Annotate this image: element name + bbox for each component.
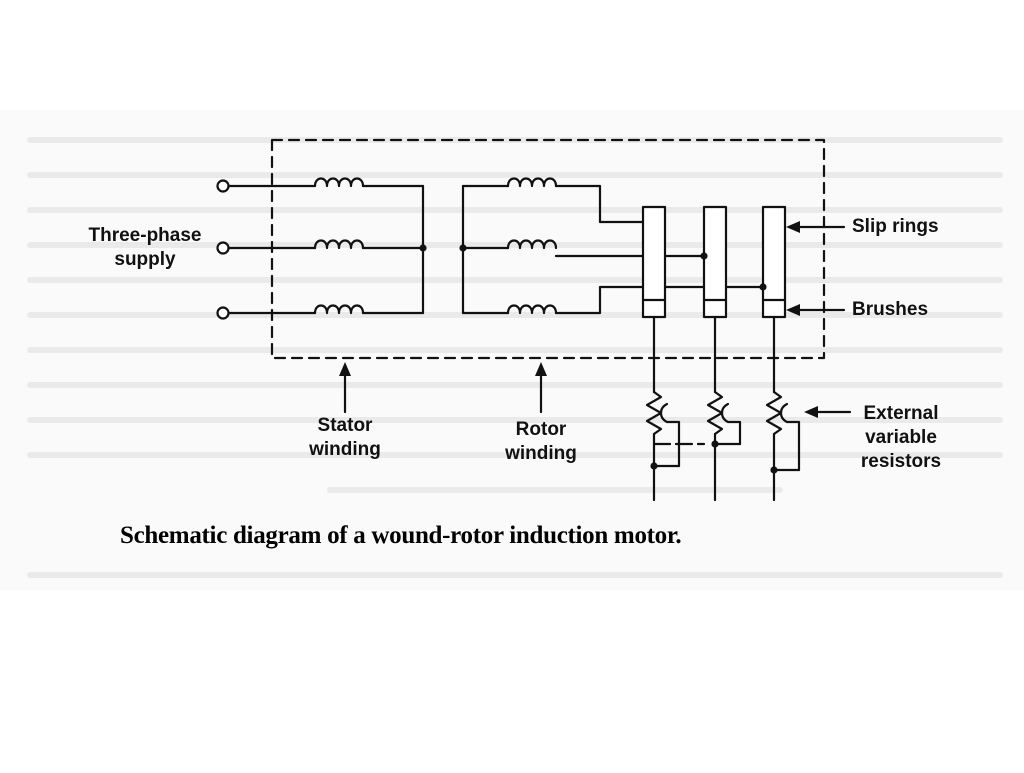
supply-terminal-2 bbox=[216, 241, 230, 255]
figure-caption: Schematic diagram of a wound-rotor induc… bbox=[120, 522, 682, 549]
supply-terminal-1 bbox=[216, 179, 230, 193]
rotor-coil-1 bbox=[506, 177, 558, 188]
rotor-coil-2 bbox=[506, 239, 558, 250]
stator-coil-2 bbox=[313, 239, 365, 250]
external-resistor-3 bbox=[765, 390, 783, 436]
resistor-wiper-2 bbox=[720, 402, 742, 446]
slip-rings-label: Slip rings bbox=[852, 216, 939, 237]
resistor-wiper-3 bbox=[779, 402, 801, 446]
rotor-coil-3 bbox=[506, 304, 558, 315]
three-phase-supply-label: Three-phase supply bbox=[88, 225, 202, 270]
rotor-lead-3 bbox=[554, 285, 765, 315]
supply-terminal-3 bbox=[216, 306, 230, 320]
resistor-wiper-1 bbox=[659, 402, 681, 446]
external-resistors-label: External variable resistors bbox=[860, 403, 942, 472]
rotor-lead-1 bbox=[554, 184, 645, 224]
stator-coil-3 bbox=[313, 304, 365, 315]
stator-winding-label: Stator winding bbox=[309, 415, 381, 460]
stator-coil-1 bbox=[313, 177, 365, 188]
external-resistor-1 bbox=[645, 390, 663, 436]
brushes-label: Brushes bbox=[852, 299, 929, 320]
machine-enclosure bbox=[270, 138, 826, 360]
external-resistor-2 bbox=[706, 390, 724, 436]
rotor-winding-label: Rotor winding bbox=[505, 419, 577, 464]
